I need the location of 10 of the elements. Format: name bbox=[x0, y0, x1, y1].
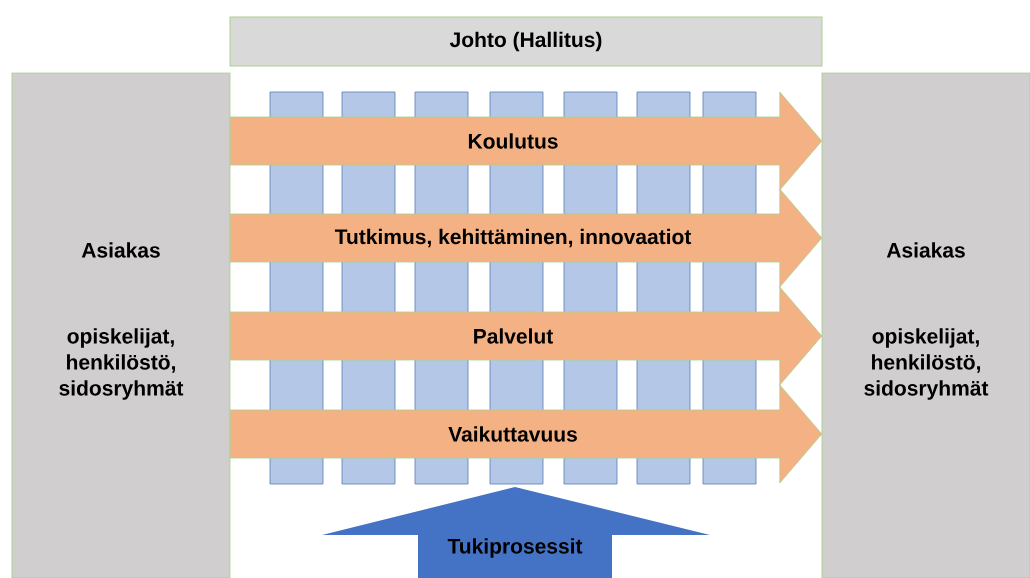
edge-label: Palvelut bbox=[471, 327, 555, 345]
process-arrow bbox=[229, 91, 823, 191]
process-arrow bbox=[229, 384, 823, 484]
customer-panel: Asiakas opiskelijat, henkilöstö, sidosryhmät bbox=[821, 72, 1030, 578]
edge-label: Vaikuttavuus bbox=[447, 425, 579, 443]
customer-panel: Asiakas opiskelijat, henkilöstö, sidosryhmät bbox=[11, 72, 231, 578]
process-arrow bbox=[229, 286, 823, 386]
edge-label: Koulutus bbox=[466, 132, 560, 150]
management-box: Johto (Hallitus) bbox=[229, 16, 823, 67]
edge-label: Tutkimus, kehittäminen, innovaatiot bbox=[333, 227, 693, 249]
